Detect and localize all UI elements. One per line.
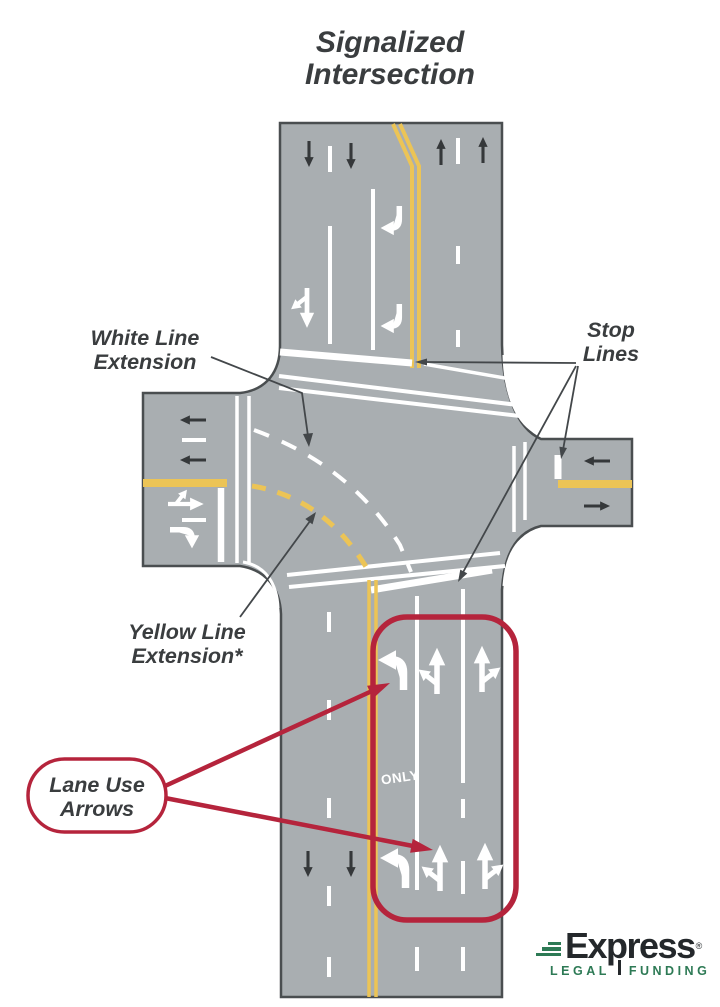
intersection-channelizing-lines	[235, 374, 527, 589]
lane-use-arrows-label: Lane Use	[49, 773, 145, 797]
stop-lines-label: Lines	[583, 342, 639, 366]
page-title-line2: Intersection	[305, 58, 475, 91]
double-yellow-line	[398, 123, 421, 368]
yellow-line-extension-label: Extension*	[131, 644, 244, 668]
red-annotations	[26, 614, 519, 923]
white-line-extension-dashed	[253, 428, 413, 573]
lane-use-arrows-label: Arrows	[59, 797, 134, 821]
express-legal-funding-logo: Express ® LEGAL FUNDING	[536, 928, 712, 978]
lane-use-arrows-callout-bubble	[26, 757, 168, 834]
white-line-extension-pointer	[210, 356, 309, 437]
registered-mark: ®	[695, 941, 703, 951]
white-line-extension-label: Extension	[94, 350, 197, 374]
speed-bars-icon	[536, 941, 561, 957]
edge-line	[423, 362, 517, 382]
only-pavement-marking: ONLY	[380, 767, 420, 787]
lane-use-arrows-pointer	[164, 795, 414, 849]
stop-lines-label: Stop	[587, 318, 635, 342]
page-title-line1: Signalized	[316, 26, 465, 59]
figure-text: Signalized Intersection White Line Exten…	[49, 26, 639, 821]
double-yellow-line	[391, 123, 414, 368]
logo-brand-text: Express	[565, 925, 696, 966]
stop-line-pointer	[423, 361, 577, 364]
north-leg-markings	[279, 123, 517, 382]
logo-subtext-funding: FUNDING	[628, 964, 711, 978]
logo-subtext-legal: LEGAL	[550, 964, 610, 978]
stop-line-pointer	[562, 365, 579, 451]
west-leg-markings	[143, 413, 227, 562]
east-leg-markings	[554, 454, 632, 513]
stop-line-pointer	[460, 365, 577, 577]
stop-line-south	[370, 566, 493, 594]
yellow-line-extension-pointer	[239, 516, 314, 618]
lane-use-arrows-highlight-box	[370, 614, 519, 923]
yellow-line-extension-label: Yellow Line	[128, 620, 246, 644]
stop-line-north	[279, 348, 413, 367]
p-descender-divider	[617, 959, 621, 975]
white-line-extension-label: White Line	[91, 326, 200, 350]
lane-use-arrows-pointer	[164, 688, 373, 789]
callout-lines	[210, 356, 579, 618]
road-network	[141, 121, 634, 999]
